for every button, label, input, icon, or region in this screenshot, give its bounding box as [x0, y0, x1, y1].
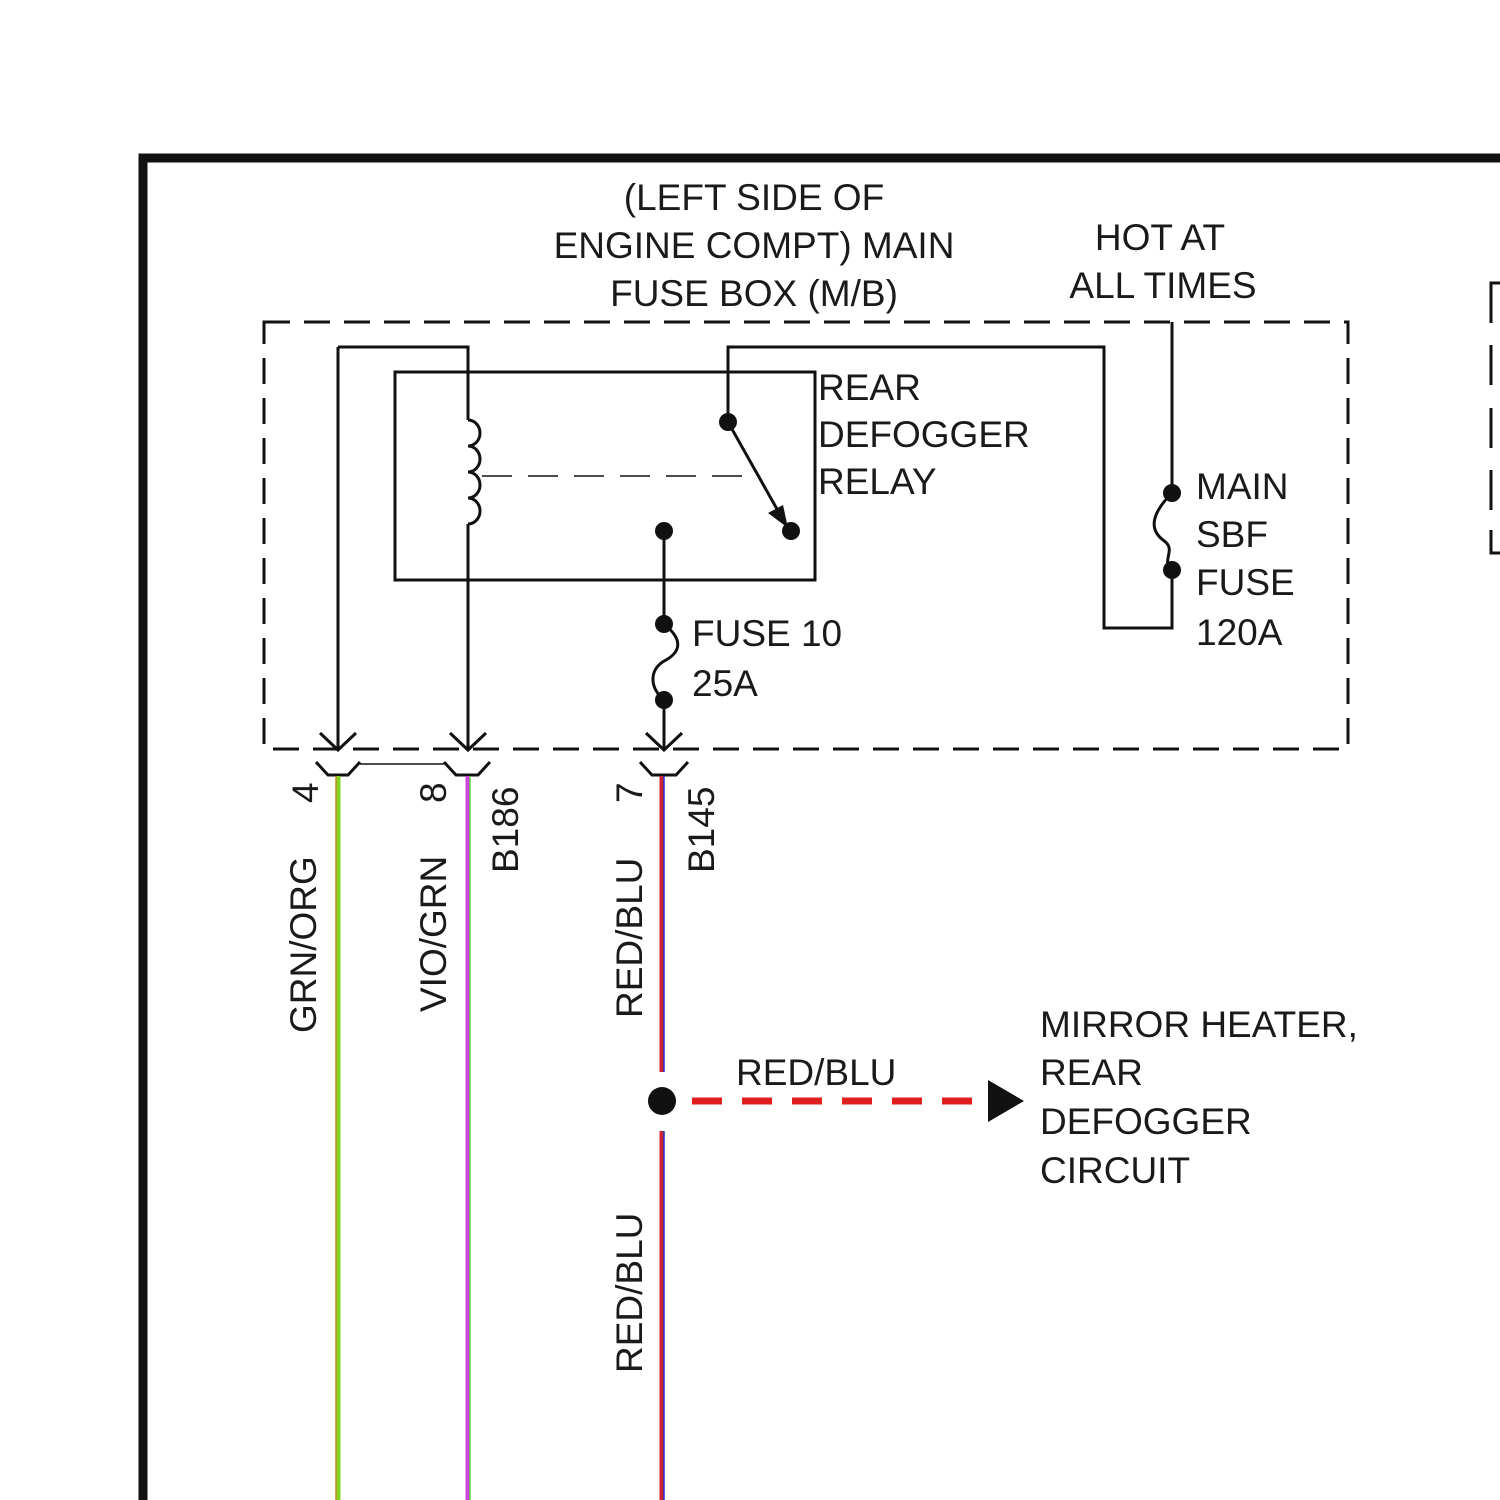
fuse-box-boundary: [264, 322, 1348, 749]
connector-b145-pin7-socket: [640, 762, 688, 775]
fuse10-symbol: [653, 624, 678, 700]
relay-label-line-2: DEFOGGER: [818, 414, 1030, 455]
pin-8-label: 8: [413, 782, 454, 803]
fuse10-label-line-1: FUSE 10: [692, 613, 842, 654]
wire-grn-org-label: GRN/ORG: [283, 856, 324, 1033]
destination-label-line-1: MIRROR HEATER,: [1040, 1004, 1358, 1045]
adjacent-component-edge: [1491, 283, 1500, 553]
power-label-line-2: ALL TIMES: [1069, 265, 1256, 306]
main-fuse-label-line-2: SBF: [1196, 514, 1268, 555]
relay-label-line-1: REAR: [818, 367, 921, 408]
fuse-box-title-line-3: FUSE BOX (M/B): [610, 273, 898, 314]
relay-coil-wire-top: [338, 347, 468, 420]
main-fuse-symbol: [1154, 493, 1172, 570]
wire-vio-grn-label: VIO/GRN: [413, 856, 454, 1012]
fuse10-label-line-2: 25A: [692, 663, 758, 704]
main-fuse-to-relay-wire: [728, 347, 1172, 628]
main-fuse-label-line-1: MAIN: [1196, 466, 1289, 507]
main-fuse-label-line-3: FUSE: [1196, 562, 1295, 603]
connector-b145-label: B145: [681, 787, 722, 873]
fuse-box-title-line-2: ENGINE COMPT) MAIN: [554, 225, 955, 266]
pin-4-label: 4: [285, 782, 326, 803]
connector-b186-pin4-socket: [316, 762, 360, 775]
connector-b186-pin8-socket: [444, 762, 490, 775]
relay-switch-arm: [728, 422, 782, 518]
wire-red-blu-branch-label: RED/BLU: [736, 1052, 896, 1093]
destination-label-line-2: REAR: [1040, 1052, 1143, 1093]
connector-b186-label: B186: [485, 787, 526, 873]
splice-junction: [648, 1087, 676, 1115]
power-label-line-1: HOT AT: [1095, 217, 1225, 258]
destination-label-line-4: CIRCUIT: [1040, 1150, 1190, 1191]
relay-coil-icon: [468, 420, 480, 524]
destination-label-line-3: DEFOGGER: [1040, 1101, 1252, 1142]
page-border: [143, 158, 1500, 1500]
relay-label-line-3: RELAY: [818, 461, 937, 502]
relay-no-contact: [782, 522, 800, 540]
wire-red-blu-lower-label: RED/BLU: [609, 1213, 650, 1373]
wire-red-blu-upper-label: RED/BLU: [609, 858, 650, 1018]
fuse-box-title-line-1: (LEFT SIDE OF: [624, 177, 884, 218]
rear-defogger-relay: [395, 372, 815, 580]
main-fuse-label-line-4: 120A: [1196, 612, 1283, 653]
branch-arrow-icon: [988, 1080, 1024, 1122]
pin-7-label: 7: [609, 782, 650, 803]
